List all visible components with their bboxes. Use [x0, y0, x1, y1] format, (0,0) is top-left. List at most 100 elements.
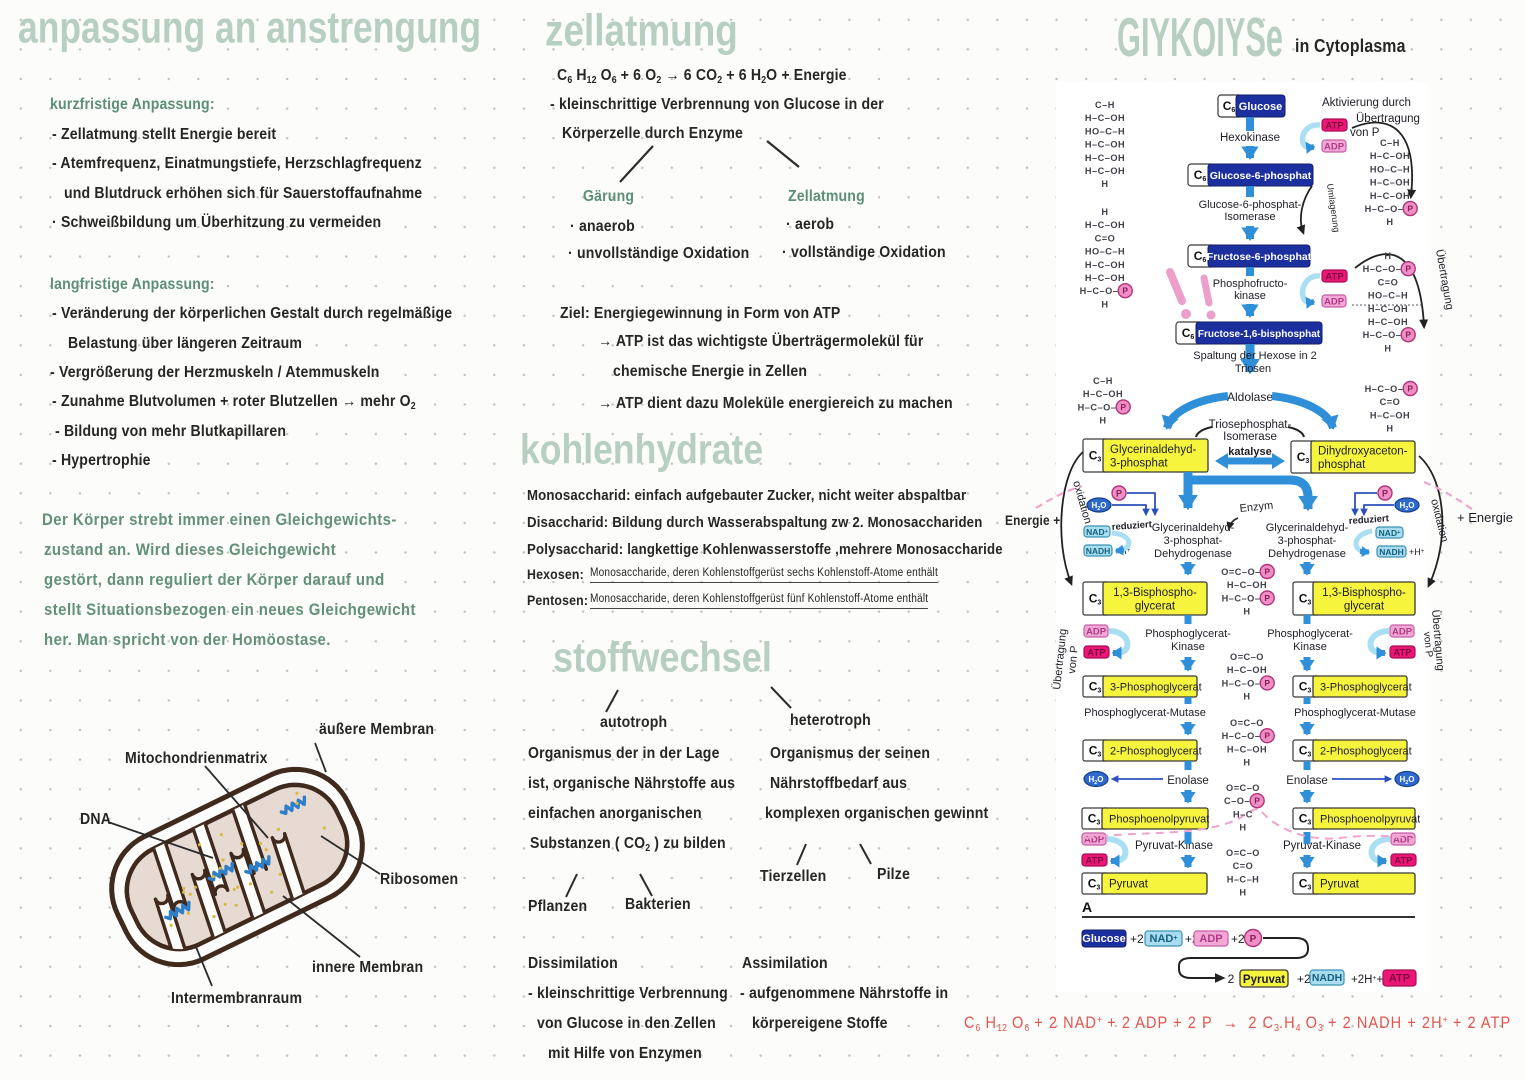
svg-text:H: H — [1243, 692, 1250, 702]
svg-text:1,3-Bisphospho-: 1,3-Bisphospho- — [1322, 587, 1406, 599]
svg-text:Isomerase: Isomerase — [1224, 211, 1275, 223]
svg-text:H: H — [1243, 607, 1250, 617]
svg-text:NADH: NADH — [1086, 546, 1111, 556]
svg-text:ADP: ADP — [1086, 626, 1107, 637]
svg-text:C=O: C=O — [1233, 861, 1254, 871]
svg-text:H–C–OH: H–C–OH — [1085, 113, 1125, 123]
svg-text:C–H: C–H — [1095, 100, 1115, 110]
svg-text:H–C–OH: H–C–OH — [1085, 260, 1125, 270]
svg-text:Phosphoenolpyruvat: Phosphoenolpyruvat — [1320, 814, 1420, 826]
svg-text:P: P — [1116, 488, 1122, 498]
svg-text:NADH: NADH — [1379, 547, 1404, 557]
svg-text:P: P — [1254, 796, 1260, 806]
svg-text:H–C–OH: H–C–OH — [1083, 389, 1123, 399]
svg-text:H: H — [1101, 207, 1108, 217]
svg-text:glycerat: glycerat — [1135, 600, 1176, 612]
svg-text:P: P — [1120, 402, 1126, 412]
svg-text:Glucose: Glucose — [1082, 933, 1125, 945]
svg-text:H–C–OH: H–C–OH — [1085, 153, 1125, 163]
svg-text:Glycerinaldehyd-: Glycerinaldehyd- — [1266, 522, 1349, 534]
svg-text:ADP: ADP — [1199, 933, 1222, 945]
svg-text:P: P — [1264, 593, 1270, 603]
svg-text:Dihydroxyaceton-: Dihydroxyaceton- — [1318, 445, 1408, 457]
svg-text:Spaltung der Hexose in 2: Spaltung der Hexose in 2 — [1193, 350, 1317, 362]
svg-text:phosphat: phosphat — [1318, 459, 1366, 471]
svg-text:H–C: H–C — [1233, 809, 1253, 819]
svg-text:Glycerinaldehyd-: Glycerinaldehyd- — [1110, 444, 1196, 456]
svg-text:Pyruvat: Pyruvat — [1109, 879, 1149, 891]
svg-text:ATP: ATP — [1325, 271, 1344, 282]
svg-text:3-Phosphoglycerat: 3-Phosphoglycerat — [1110, 682, 1202, 694]
svg-text:H–C–O–: H–C–O– — [1363, 330, 1402, 340]
svg-text:Triosen: Triosen — [1235, 363, 1271, 375]
svg-text:H: H — [1386, 217, 1393, 227]
svg-text:ATP: ATP — [1085, 855, 1104, 866]
svg-text:H–C–OH: H–C–OH — [1368, 304, 1408, 314]
svg-text:NAD+: NAD+ — [1150, 933, 1178, 945]
svg-text:HO–C–H: HO–C–H — [1085, 126, 1125, 136]
svg-text:HO–C–H: HO–C–H — [1368, 291, 1408, 301]
svg-text:2-Phosphoglycerat: 2-Phosphoglycerat — [1110, 746, 1202, 758]
svg-text:von P: von P — [1350, 127, 1380, 139]
svg-text:von P: von P — [1421, 631, 1434, 658]
svg-text:H: H — [1099, 416, 1106, 426]
svg-text:von P: von P — [1066, 645, 1081, 674]
svg-text:H: H — [1101, 179, 1108, 189]
svg-text:H–C–O–: H–C–O– — [1080, 286, 1119, 296]
svg-text:3-Phosphoglycerat: 3-Phosphoglycerat — [1320, 682, 1412, 694]
svg-text:Phosphoglycerat-: Phosphoglycerat- — [1145, 628, 1231, 640]
svg-text:H–C–OH: H–C–OH — [1368, 317, 1408, 327]
svg-text:H–C–O–: H–C–O– — [1363, 264, 1402, 274]
svg-text:NAD+: NAD+ — [1379, 528, 1401, 538]
svg-text:kinase: kinase — [1234, 290, 1266, 302]
svg-text:Pyruvat: Pyruvat — [1243, 974, 1285, 986]
svg-text:H2O: H2O — [1399, 775, 1414, 786]
svg-text:Pyruvat-Kinase: Pyruvat-Kinase — [1135, 840, 1213, 852]
svg-text:ADP: ADP — [1324, 296, 1345, 307]
svg-text:P: P — [1382, 488, 1388, 498]
svg-text:P: P — [1407, 384, 1413, 394]
svg-text:P: P — [1264, 731, 1270, 741]
svg-text:oxidation: oxidation — [1428, 498, 1450, 544]
svg-text:H–C–H: H–C–H — [1227, 874, 1260, 884]
svg-text:ATP: ATP — [1389, 972, 1410, 984]
svg-text:ATP: ATP — [1325, 120, 1344, 131]
svg-text:Pyruvat: Pyruvat — [1320, 879, 1360, 891]
svg-text:Übertragung: Übertragung — [1433, 248, 1455, 310]
svg-text:3-phosphat-: 3-phosphat- — [1278, 535, 1337, 547]
svg-text:O=C–O: O=C–O — [1226, 783, 1260, 793]
svg-text:C–H: C–H — [1380, 138, 1400, 148]
svg-text:P: P — [1264, 678, 1270, 688]
svg-text:P: P — [1407, 204, 1413, 214]
svg-text:Phosphofructo-: Phosphofructo- — [1213, 278, 1288, 290]
svg-text:C–O–: C–O– — [1224, 796, 1250, 806]
svg-text:1,3-Bisphospho-: 1,3-Bisphospho- — [1113, 587, 1197, 599]
svg-text:Fructose-6-phosphat: Fructose-6-phosphat — [1207, 251, 1312, 263]
svg-text:reduziert: reduziert — [1111, 519, 1153, 533]
svg-text:A: A — [1082, 899, 1092, 915]
svg-text:Glucose-6-phosphat: Glucose-6-phosphat — [1210, 170, 1312, 182]
svg-text:H: H — [1243, 758, 1250, 768]
svg-text:ADP: ADP — [1392, 626, 1413, 637]
svg-text:Pyruvat-Kinase: Pyruvat-Kinase — [1283, 840, 1361, 852]
svg-text:+H+: +H+ — [1409, 547, 1425, 557]
svg-text:P: P — [1122, 286, 1128, 296]
svg-text:H–C–O–: H–C–O– — [1222, 678, 1261, 688]
svg-text:2: 2 — [1228, 972, 1235, 986]
svg-text:ADP: ADP — [1393, 834, 1414, 845]
svg-text:H–C–O–: H–C–O– — [1222, 731, 1261, 741]
svg-text:Umlagerung: Umlagerung — [1325, 183, 1342, 233]
svg-text:O=C–O: O=C–O — [1230, 718, 1264, 728]
svg-text:ATP: ATP — [1393, 647, 1412, 658]
svg-text:H: H — [1384, 343, 1391, 353]
svg-text:H: H — [1239, 823, 1246, 833]
svg-text:Glycerinaldehyd-: Glycerinaldehyd- — [1152, 522, 1235, 534]
svg-text:H–C–OH: H–C–OH — [1085, 220, 1125, 230]
svg-text:H–C–OH: H–C–OH — [1227, 580, 1267, 590]
svg-text:ADP: ADP — [1324, 141, 1345, 152]
svg-text:+2: +2 — [1297, 972, 1311, 986]
svg-text:C–H: C–H — [1093, 376, 1113, 386]
svg-text:C=O: C=O — [1378, 277, 1399, 287]
svg-text:H–C–OH: H–C–OH — [1370, 151, 1410, 161]
svg-text:H–C–OH: H–C–OH — [1085, 166, 1125, 176]
